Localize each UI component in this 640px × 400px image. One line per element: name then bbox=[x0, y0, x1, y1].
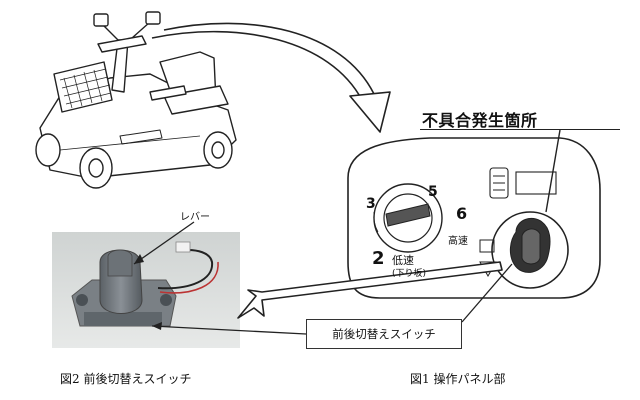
curved-arrow bbox=[151, 22, 391, 133]
dial-number-5: 5 bbox=[428, 184, 438, 200]
figure1-caption: 図1 操作パネル部 bbox=[410, 372, 506, 386]
dial-number-3: 3 bbox=[366, 196, 376, 212]
defect-label-underline bbox=[420, 129, 620, 130]
callout-pointer-photo-head bbox=[152, 322, 162, 330]
scooter-drawing bbox=[35, 11, 237, 189]
dial-low-sub: (下り坂) bbox=[392, 269, 427, 279]
switch-photo bbox=[52, 232, 240, 348]
figure2-caption: 図2 前後切替えスイッチ bbox=[60, 372, 192, 386]
callout-pointer-photo bbox=[151, 325, 307, 335]
switch-callout-box: 前後切替えスイッチ bbox=[306, 319, 462, 349]
control-panel-drawing bbox=[347, 137, 601, 299]
switch-callout-text: 前後切替えスイッチ bbox=[332, 327, 436, 341]
dial-low-label: 低速 bbox=[392, 254, 414, 267]
dial-high-label: 高速 bbox=[448, 236, 468, 247]
lever-pointer-head bbox=[134, 254, 144, 264]
callout-pointer-panel bbox=[461, 263, 513, 323]
dial-number-2: 2 bbox=[372, 248, 385, 269]
defect-location-label: 不具合発生箇所 bbox=[422, 111, 538, 130]
defect-leader-line bbox=[545, 129, 561, 213]
dial-number-6: 6 bbox=[456, 204, 468, 223]
lever-pointer-line bbox=[133, 221, 195, 265]
lever-label: レバー bbox=[180, 212, 210, 223]
open-arrow-to-photo bbox=[237, 261, 503, 319]
